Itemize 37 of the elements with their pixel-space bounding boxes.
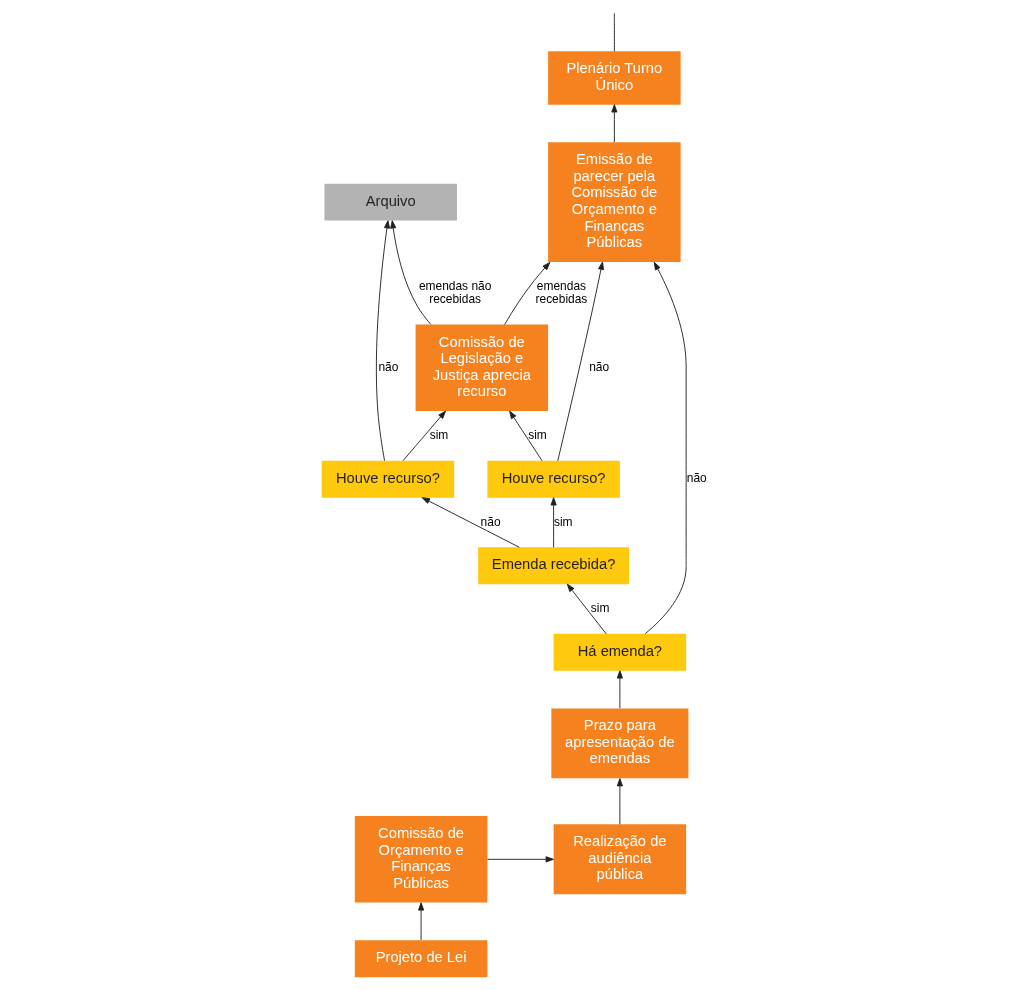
- arrow: [644, 261, 687, 635]
- node-box: Arquivo: [324, 183, 457, 221]
- node-box: Comissão de Legislação e Justiça aprecia recurso: [415, 324, 549, 412]
- edge-label: sim: [528, 428, 547, 443]
- arrow: [550, 497, 557, 548]
- arrow: [487, 856, 554, 863]
- edge-label: sim: [590, 601, 610, 616]
- node-box: Prazo para apresentação de emendas: [551, 708, 689, 779]
- edge-label: não: [480, 514, 501, 529]
- edge-label: emendas não recebidas: [418, 279, 492, 306]
- edge-label: não: [686, 471, 707, 486]
- arrow: [616, 778, 623, 825]
- arrow: [504, 262, 551, 325]
- node-box: Houve recurso?: [487, 460, 620, 498]
- node-box: Houve recurso?: [321, 460, 455, 498]
- edge-label: sim: [429, 428, 449, 443]
- node-box: Emenda recebida?: [478, 547, 630, 585]
- node-box: Plenário Turno Único: [548, 51, 681, 105]
- arrow: [611, 104, 618, 143]
- edge-label: emendas recebidas: [535, 279, 588, 306]
- arrow: [557, 261, 604, 462]
- node-box: Comissão de Orçamento e Finanças Públicas: [354, 816, 488, 903]
- arrow: [402, 410, 446, 462]
- arrow: [390, 220, 432, 325]
- node-box: Realização de audiência pública: [553, 824, 687, 895]
- arrow: [375, 220, 390, 462]
- node-box: Há emenda?: [553, 633, 687, 671]
- edge-label: não: [589, 359, 610, 374]
- arrow: [509, 410, 543, 462]
- arrow: [421, 497, 520, 548]
- arrow: [566, 583, 607, 635]
- edge-label: não: [378, 359, 399, 374]
- node-box: Emissão de parecer pela Comissão de Orçamento e Finanças Públicas: [548, 142, 681, 262]
- arrow: [616, 670, 623, 709]
- arrow: [418, 902, 425, 941]
- edge-label: sim: [553, 514, 573, 529]
- node-box: Projeto de Lei: [354, 940, 488, 978]
